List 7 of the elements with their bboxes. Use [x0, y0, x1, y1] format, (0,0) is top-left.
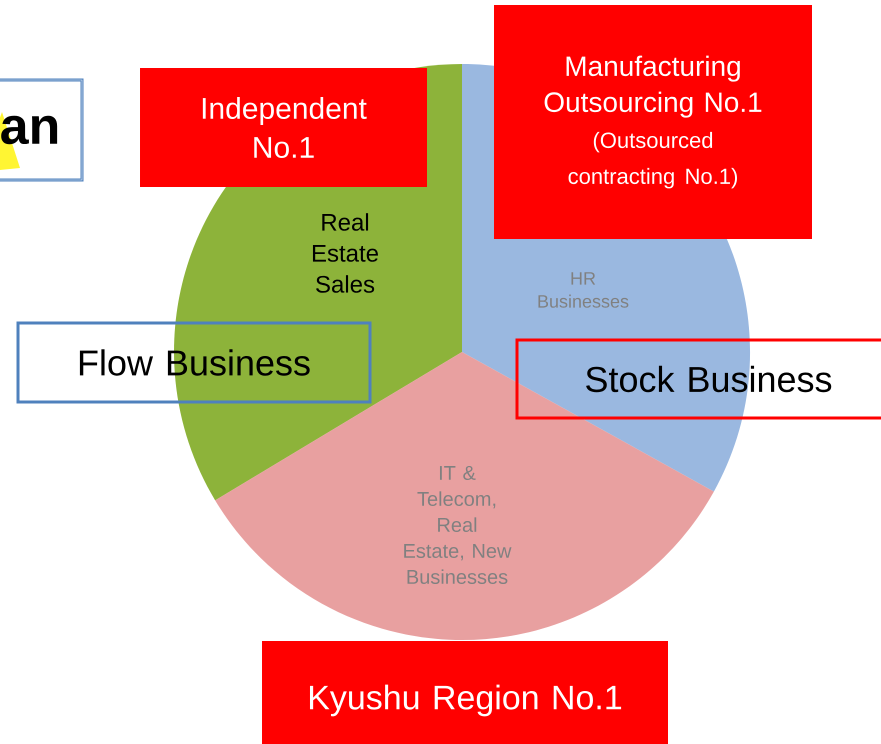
highlight-box: Independent No.1: [140, 68, 427, 187]
label-box: Stock Business: [516, 338, 881, 420]
highlight-box: Manufacturing Outsourcing No.1 (Outsourced contracting No.1): [494, 5, 812, 239]
node-label: IT & Telecom, Real Estate, New Businesses: [404, 466, 512, 584]
highlight-box: Kyushu Region No.1: [262, 640, 668, 744]
node-label: Real Estate Sales: [312, 213, 378, 293]
node-label: HR Businesses: [538, 272, 628, 308]
